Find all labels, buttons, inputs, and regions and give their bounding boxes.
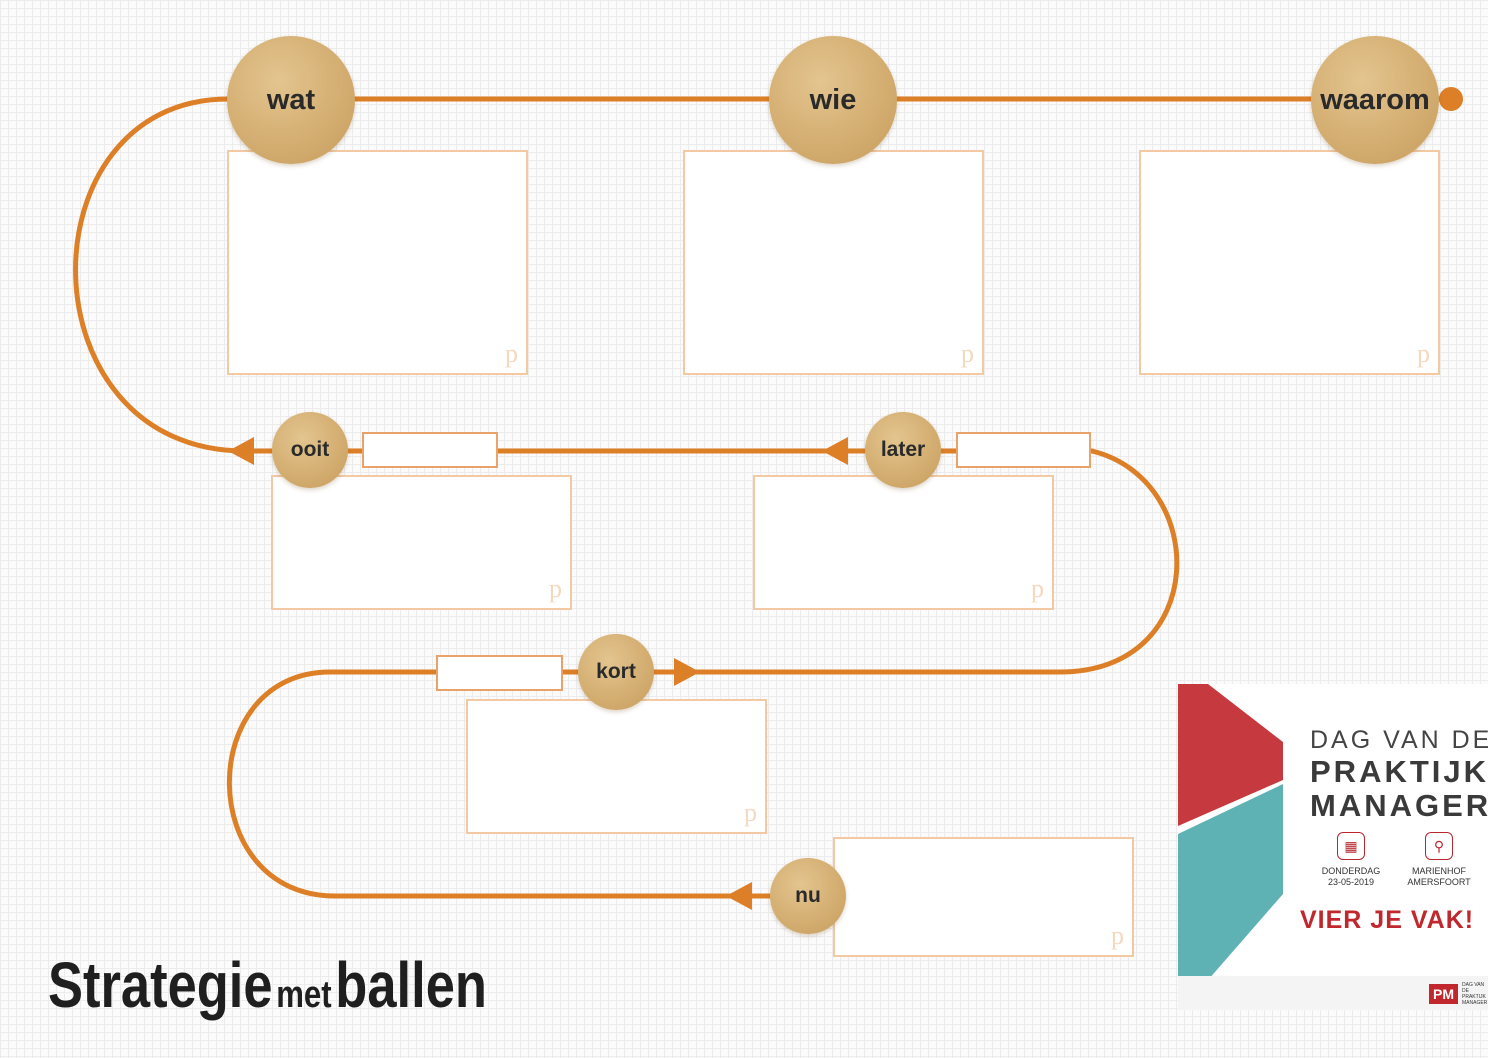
label-box-later [956, 432, 1091, 468]
ball-label: ooit [290, 438, 330, 461]
right-loop [1057, 448, 1180, 675]
ball-waarom: waarom [1311, 36, 1439, 164]
ad-date-value: 23-05-2019 [1327, 877, 1375, 887]
ad-date-label: DONDERDAG [1321, 866, 1381, 876]
pm-logo-text: DAG VAN DE PRAKTIJK MANAGER [1462, 982, 1488, 1006]
ball-nu: nu [770, 858, 846, 934]
title-part-ballen: ballen [335, 949, 487, 1021]
label-box-ooit [362, 432, 498, 468]
ball-kort: kort [578, 634, 654, 710]
ad-place-label: MARIENHOF [1412, 866, 1466, 876]
box-mark: p [1417, 339, 1430, 368]
box-mark: p [505, 339, 518, 368]
ball-label: later [880, 438, 926, 461]
ad-place-value: AMERSFOORT [1407, 877, 1471, 887]
box-mark: p [1111, 921, 1124, 950]
title-part-met: met [276, 974, 332, 1016]
location-pin-icon: ⚲ [1425, 832, 1453, 860]
pm-logo: PM [1429, 984, 1458, 1004]
box-nu: p [833, 837, 1134, 957]
arrow-later [822, 437, 848, 465]
event-ad[interactable]: DAG VAN DE PRAKTIJK MANAGER ▦ DONDERDAG … [1178, 684, 1488, 1010]
ball-label: nu [795, 884, 821, 907]
ad-footer: PM DAG VAN DE PRAKTIJK MANAGER [1178, 976, 1488, 1010]
ad-line3: MANAGER [1310, 788, 1488, 823]
ad-heading: DAG VAN DE PRAKTIJK MANAGER [1310, 726, 1488, 823]
ball-ooit: ooit [272, 412, 348, 488]
box-mark: p [961, 339, 974, 368]
arrow-nu [726, 882, 752, 910]
box-wie: p [683, 150, 984, 375]
ad-chevron-graphic [1178, 684, 1283, 980]
title-part-strategie: Strategie [48, 949, 273, 1021]
ball-label: waarom [1320, 83, 1430, 116]
arrow-kort [674, 658, 700, 686]
box-mark: p [1031, 574, 1044, 603]
ad-line2: PRAKTIJK [1310, 754, 1488, 789]
ball-label: wie [809, 83, 857, 116]
ball-wie: wie [769, 36, 897, 164]
ball-label: wat [266, 83, 316, 116]
ad-cta: VIER JE VAK! [1300, 906, 1475, 934]
box-waarom: p [1139, 150, 1440, 375]
left-loop [73, 96, 248, 454]
ad-location: ⚲ MARIENHOF AMERSFOORT [1394, 832, 1484, 888]
diagram-title: Strategie met ballen [48, 948, 487, 1022]
box-mark: p [744, 798, 757, 827]
box-later: p [753, 475, 1054, 610]
ad-line1: DAG VAN DE [1310, 726, 1488, 754]
end-dot [1439, 87, 1463, 111]
box-kort: p [466, 699, 767, 834]
arrow-ooit [228, 437, 254, 465]
ball-wat: wat [227, 36, 355, 164]
ball-label: kort [596, 660, 636, 683]
ball-later: later [865, 412, 941, 488]
box-mark: p [549, 574, 562, 603]
calendar-icon: ▦ [1337, 832, 1365, 860]
box-ooit: p [271, 475, 572, 610]
label-box-kort [436, 655, 563, 691]
lower-left-loop [226, 669, 338, 899]
ad-date: ▦ DONDERDAG 23-05-2019 [1306, 832, 1396, 888]
box-wat: p [227, 150, 528, 375]
